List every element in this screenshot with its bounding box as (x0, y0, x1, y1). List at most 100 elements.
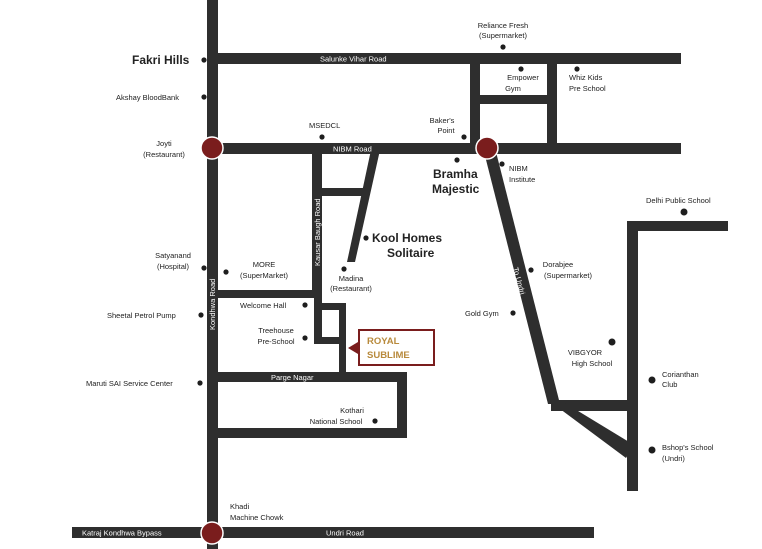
junction-joyti (200, 136, 224, 160)
place-kothari-1: Kothari (340, 406, 364, 415)
road-label-parge: Parge Nagar (271, 373, 314, 382)
road-to-undri (483, 148, 560, 404)
marker-msedcl (319, 134, 325, 140)
place-welcome: Welcome Hall (240, 301, 286, 310)
project-name-line2: SUBLIME (367, 350, 410, 361)
marker-sheetal (198, 312, 204, 318)
place-satyanand-2: (Hospital) (157, 262, 190, 271)
place-joyti-1: Joyti (156, 139, 172, 148)
junction-bakers (475, 136, 499, 160)
place-whiz-1: Whiz Kids (569, 73, 603, 82)
road-parge-right (397, 372, 407, 438)
road-network (72, 0, 728, 549)
marker-madina (341, 266, 347, 272)
road-label-kondhwa: Kondhwa Road (208, 279, 217, 330)
place-corianthan-2: Club (662, 380, 677, 389)
road-undri-spur (548, 400, 634, 458)
marker-kool-homes (363, 235, 369, 241)
marker-empower (518, 66, 524, 72)
marker-satyanand (201, 265, 207, 271)
project-pointer (348, 342, 358, 354)
place-more-2: (SuperMarket) (240, 271, 288, 280)
place-maruti: Maruti SAI Service Center (86, 379, 173, 388)
place-khadi-1: Khadi (230, 502, 250, 511)
project-name-line1: ROYAL (367, 336, 400, 347)
marker-bramha (454, 157, 460, 163)
road-label-undri: Undri Road (326, 529, 364, 538)
place-empower-2: Gym (505, 84, 521, 93)
place-akshay: Akshay BloodBank (116, 93, 179, 102)
place-reliance-1: Reliance Fresh (478, 21, 528, 30)
marker-reliance (500, 44, 506, 50)
place-kool-2: Solitaire (387, 246, 435, 260)
place-madina-1: Madina (339, 274, 364, 283)
place-dorabjee-2: (Supermarket) (544, 271, 592, 280)
road-katraj-undri (72, 527, 594, 538)
road-loop-bottom (314, 337, 344, 344)
place-bishops-2: (Undri) (662, 454, 685, 463)
place-bramha-1: Bramha (433, 167, 478, 181)
marker-vibgyor (608, 338, 616, 346)
place-vibgyor-2: High School (572, 359, 613, 368)
place-nibm-inst-2: Institute (509, 175, 535, 184)
road-dps-vertical (627, 221, 638, 491)
project-highlight[interactable]: ROYAL SUBLIME (348, 329, 435, 366)
place-corianthan-1: Corianthan (662, 370, 699, 379)
marker-corianthan (648, 376, 656, 384)
place-dorabjee-1: Dorabjee (543, 260, 573, 269)
place-treehouse-2: Pre-School (257, 337, 294, 346)
marker-maruti (197, 380, 203, 386)
place-bishops-1: Bshop's School (662, 443, 714, 452)
road-undri-cross (551, 400, 633, 411)
place-sheetal: Sheetal Petrol Pump (107, 311, 176, 320)
road-connector-c (470, 95, 556, 104)
road-label-nibm: NIBM Road (333, 145, 372, 154)
place-vibgyor-1: VIBGYOR (568, 348, 603, 357)
road-diagonal-madina (347, 150, 380, 262)
road-loop-top (314, 303, 346, 310)
marker-nibm-institute (499, 161, 505, 167)
place-madina-2: (Restaurant) (330, 284, 372, 293)
marker-akshay (201, 94, 207, 100)
road-parge-nagar (214, 372, 407, 382)
place-kool-1: Kool Homes (372, 231, 442, 245)
road-connector-a (470, 60, 480, 150)
road-loop-left (314, 296, 322, 344)
marker-whiz-kids (574, 66, 580, 72)
road-kondhwa (207, 0, 218, 549)
marker-fakri-hills (201, 57, 207, 63)
road-parge-bottom (214, 428, 407, 438)
place-treehouse-1: Treehouse (258, 326, 294, 335)
road-label-katraj: Katraj Kondhwa Bypass (82, 529, 162, 538)
place-joyti-2: (Restaurant) (143, 150, 185, 159)
road-label-salunke: Salunke Vihar Road (320, 55, 387, 64)
place-more-1: MORE (253, 260, 276, 269)
road-label-kausar: Kausar Baugh Road (313, 198, 322, 266)
marker-bishops (648, 446, 656, 454)
road-welcome-link (214, 290, 322, 298)
road-kausar-baugh (312, 150, 322, 298)
place-delhi: Delhi Public School (646, 196, 711, 205)
place-satyanand-1: Satyanand (155, 251, 191, 260)
place-empower-1: Empower (507, 73, 539, 82)
place-bakers-2: Point (437, 126, 455, 135)
place-whiz-2: Pre School (569, 84, 606, 93)
road-kausar-link (312, 188, 364, 196)
place-bakers-1: Baker's (430, 116, 455, 125)
place-kothari-2: National School (310, 417, 363, 426)
marker-treehouse (302, 335, 308, 341)
marker-kothari (372, 418, 378, 424)
place-fakri-hills: Fakri Hills (132, 53, 190, 67)
marker-delhi (680, 208, 688, 216)
place-reliance-2: (Supermarket) (479, 31, 527, 40)
place-nibm-inst-1: NIBM (509, 164, 528, 173)
road-salunke-vihar (207, 53, 681, 64)
place-gold-gym: Gold Gym (465, 309, 499, 318)
place-msedcl: MSEDCL (309, 121, 340, 130)
junction-khadi (200, 521, 224, 545)
place-khadi-2: Machine Chowk (230, 513, 284, 522)
marker-welcome (302, 302, 308, 308)
road-dps-horizontal (627, 221, 728, 231)
marker-gold-gym (510, 310, 516, 316)
